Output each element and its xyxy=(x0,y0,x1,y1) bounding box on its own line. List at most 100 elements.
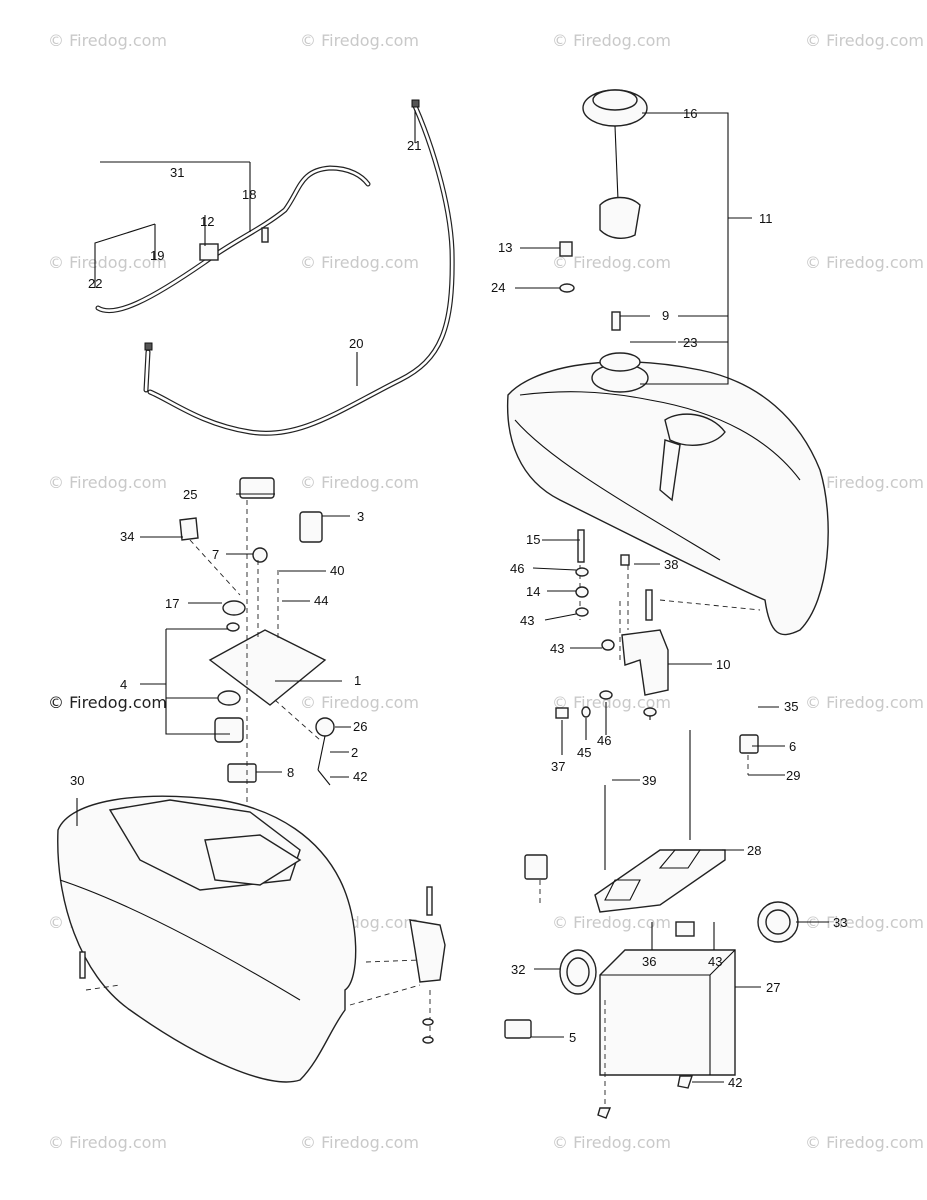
watermark: © Firedog.com xyxy=(300,253,419,272)
callout-7: 7 xyxy=(212,547,219,562)
watermark: © Firedog.com xyxy=(300,31,419,50)
fuel-tank-assembly xyxy=(506,89,829,696)
callout-46: 46 xyxy=(597,733,611,748)
watermark: © Firedog.com xyxy=(300,473,419,492)
choke-knob xyxy=(179,517,199,541)
side-bracket xyxy=(409,919,446,983)
callout-33: 33 xyxy=(833,915,847,930)
watermark: © Firedog.com xyxy=(805,693,924,712)
callout-37: 37 xyxy=(551,759,565,774)
watermark: © Firedog.com xyxy=(48,253,167,272)
vent-fitting xyxy=(611,311,621,331)
callout-27: 27 xyxy=(766,980,780,995)
watermark: © Firedog.com xyxy=(300,693,419,712)
callout-30: 30 xyxy=(70,773,84,788)
callout-10: 10 xyxy=(716,657,730,672)
callout-42: 42 xyxy=(728,1075,742,1090)
callout-2: 2 xyxy=(351,745,358,760)
callout-9: 9 xyxy=(662,308,669,323)
control-panel-assembly xyxy=(140,477,335,820)
spacer xyxy=(577,529,585,563)
callout-15: 15 xyxy=(526,532,540,547)
relay xyxy=(504,1019,532,1039)
battery xyxy=(599,949,736,1076)
watermark-layer: © Firedog.com © Firedog.com © Firedog.co… xyxy=(48,31,924,1152)
watermark: © Firedog.com xyxy=(48,473,167,492)
callout-19: 19 xyxy=(150,248,164,263)
callout-6: 6 xyxy=(789,739,796,754)
key-switch xyxy=(214,717,244,743)
watermark: © Firedog.com xyxy=(552,31,671,50)
callout-13: 13 xyxy=(498,240,512,255)
lever-knob xyxy=(315,717,335,737)
callout-36: 36 xyxy=(642,954,656,969)
watermark: © Firedog.com xyxy=(805,31,924,50)
callout-3: 3 xyxy=(357,509,364,524)
callout-12: 12 xyxy=(200,214,214,229)
relay-connector xyxy=(227,763,257,783)
callout-32: 32 xyxy=(511,962,525,977)
watermark: © Firedog.com xyxy=(48,1133,167,1152)
callout-43: 43 xyxy=(520,613,534,628)
fuel-gauge xyxy=(599,196,641,239)
callout-43: 43 xyxy=(550,641,564,656)
tank-bracket xyxy=(621,629,669,696)
watermark: © Firedog.com xyxy=(300,1133,419,1152)
throttle-knob xyxy=(252,547,268,563)
grommet xyxy=(559,241,573,257)
stud xyxy=(426,886,433,916)
callout-42: 42 xyxy=(353,769,367,784)
bolt xyxy=(555,707,569,719)
bushing xyxy=(222,600,246,616)
callout-26: 26 xyxy=(353,719,367,734)
stud xyxy=(79,951,86,979)
watermark: © Firedog.com xyxy=(805,1133,924,1152)
callout-16: 16 xyxy=(683,106,697,121)
callout-17: 17 xyxy=(165,596,179,611)
hose-clamp xyxy=(411,99,420,108)
callout-labels: 1 2 3 4 5 6 7 8 9 10 11 12 13 14 15 16 1… xyxy=(70,106,847,1090)
callout-18: 18 xyxy=(242,187,256,202)
watermark: © Firedog.com xyxy=(48,693,167,712)
callout-40: 40 xyxy=(330,563,344,578)
leader-lines xyxy=(76,110,829,1083)
callout-21: 21 xyxy=(407,138,421,153)
callout-45: 45 xyxy=(577,745,591,760)
hose-clamp xyxy=(144,342,153,351)
callout-20: 20 xyxy=(349,336,363,351)
watermark: © Firedog.com xyxy=(552,253,671,272)
callout-1: 1 xyxy=(354,673,361,688)
fuel-hose-assembly xyxy=(95,99,455,436)
battery-assembly xyxy=(504,554,799,1119)
stud xyxy=(645,589,653,621)
battery-tray xyxy=(594,849,726,913)
callout-24: 24 xyxy=(491,280,505,295)
solenoid xyxy=(524,854,548,880)
washer xyxy=(559,283,575,293)
callout-31: 31 xyxy=(170,165,184,180)
callout-4: 4 xyxy=(120,677,127,692)
watermark: © Firedog.com xyxy=(48,31,167,50)
hour-meter xyxy=(239,477,275,499)
ignition-switch xyxy=(299,511,323,543)
callout-46: 46 xyxy=(510,561,524,576)
callout-22: 22 xyxy=(88,276,102,291)
watermark: © Firedog.com xyxy=(805,473,924,492)
fuel-tank xyxy=(506,361,829,636)
callout-29: 29 xyxy=(786,768,800,783)
callout-23: 23 xyxy=(683,335,697,350)
watermark: © Firedog.com xyxy=(805,913,924,932)
hold-down-clamp xyxy=(675,921,695,937)
callout-28: 28 xyxy=(747,843,761,858)
watermark: © Firedog.com xyxy=(552,913,671,932)
callout-8: 8 xyxy=(287,765,294,780)
fuel-filter xyxy=(199,243,219,261)
fender-assembly xyxy=(57,795,446,1083)
callout-43: 43 xyxy=(708,954,722,969)
safety-switch xyxy=(739,734,759,754)
watermark: © Firedog.com xyxy=(552,693,671,712)
callout-25: 25 xyxy=(183,487,197,502)
callout-39: 39 xyxy=(642,773,656,788)
watermark: © Firedog.com xyxy=(805,253,924,272)
